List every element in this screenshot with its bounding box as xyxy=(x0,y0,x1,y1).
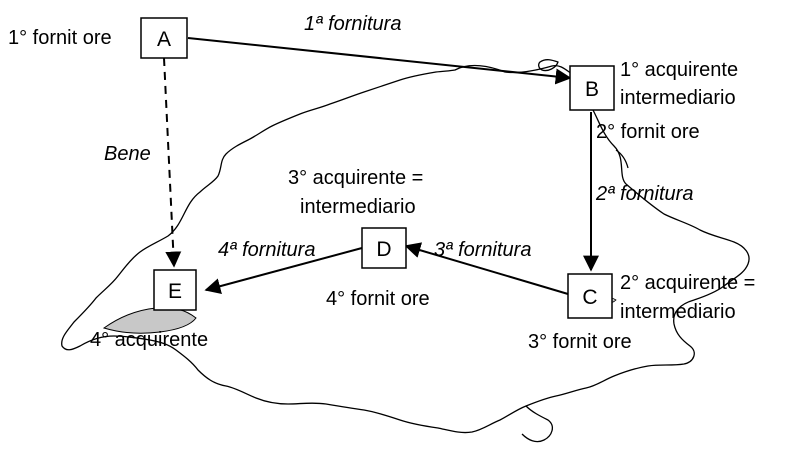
delivery-1-line xyxy=(187,37,572,85)
buyer-2-label-line2: intermediario xyxy=(620,301,736,323)
supplier-1-label: 1° fornit ore xyxy=(8,27,112,49)
supplier-4-label: 4° fornit ore xyxy=(326,288,430,310)
delivery-3-line xyxy=(404,242,569,295)
lake-geneva xyxy=(102,307,197,334)
node-a: A xyxy=(140,17,188,59)
node-d: D xyxy=(361,227,407,269)
delivery-2-label: 2ª fornitura xyxy=(595,183,693,205)
ticino-outline xyxy=(521,405,554,443)
buyer-2-label: 2° acquirente = xyxy=(620,272,755,294)
delivery-4-line xyxy=(204,247,363,294)
edges xyxy=(163,37,599,295)
node-c-letter: C xyxy=(582,286,597,309)
delivery-1-label: 1ª fornitura xyxy=(304,13,401,35)
supplier-3-label: 3° fornit ore xyxy=(528,331,632,353)
node-c: C xyxy=(567,273,613,319)
node-e-letter: E xyxy=(168,280,182,303)
buyer-4-label: 4° acquirente xyxy=(90,329,208,351)
goods-dashed-line xyxy=(163,57,182,268)
country-border xyxy=(61,64,750,434)
buyer-1-label-line2: intermediario xyxy=(620,87,736,109)
lake-inlet xyxy=(615,149,629,169)
buyer-1-label: 1° acquirente xyxy=(620,59,738,81)
delivery-4-label: 4ª fornitura xyxy=(218,239,315,261)
node-b: B xyxy=(569,65,615,111)
node-b-letter: B xyxy=(585,78,599,101)
delivery-3-label: 3ª fornitura xyxy=(434,239,531,261)
lake-constance-outline xyxy=(538,59,559,72)
switzerland-map xyxy=(61,59,750,443)
node-e: E xyxy=(153,269,197,311)
goods-label: Bene xyxy=(104,143,151,165)
supplier-2-label: 2° fornit ore xyxy=(596,121,700,143)
node-d-letter: D xyxy=(376,238,391,261)
node-a-letter: A xyxy=(157,28,171,51)
buyer-3-label-line2: intermediario xyxy=(300,196,416,218)
buyer-3-label: 3° acquirente = xyxy=(288,167,423,189)
